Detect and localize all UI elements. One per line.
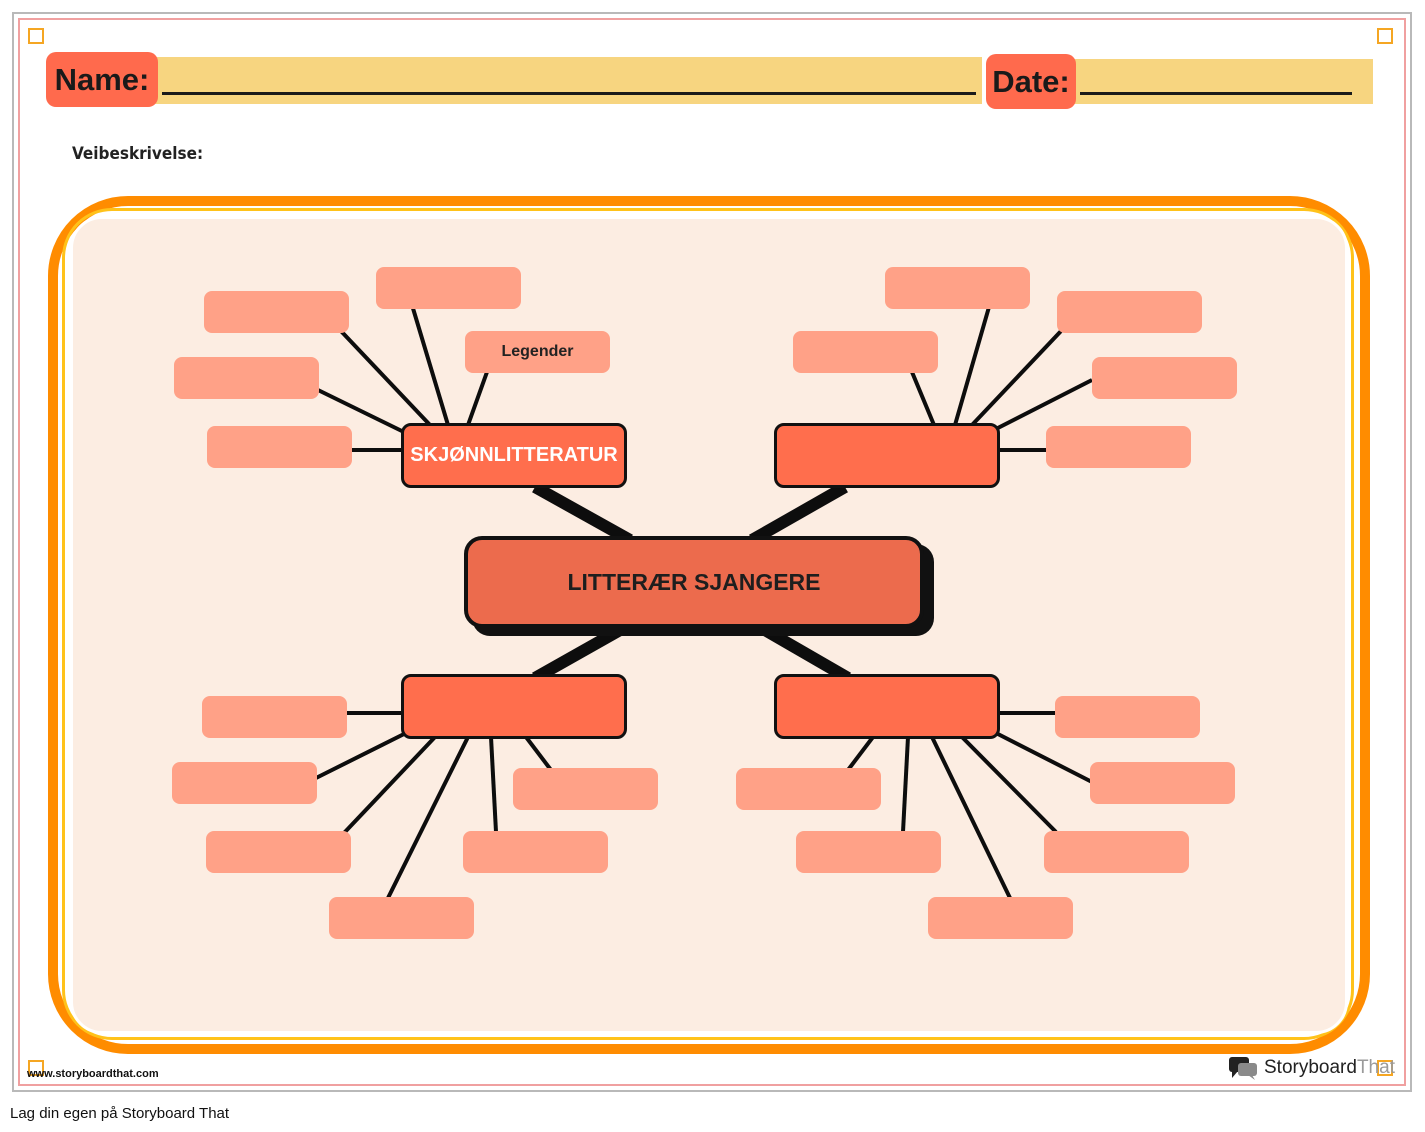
branch-box-skjonnlitteratur[interactable]: SKJØNNLITTERATUR	[401, 423, 627, 488]
name-field-line[interactable]	[162, 92, 976, 95]
logo-that-text: That	[1356, 1057, 1395, 1078]
leaf-box[interactable]	[1044, 831, 1189, 873]
branch-box-top-right[interactable]	[774, 423, 1000, 488]
leaf-box[interactable]	[796, 831, 941, 873]
leaf-box[interactable]	[376, 267, 521, 309]
logo-story-text: Storyboard	[1264, 1057, 1357, 1078]
footer-url[interactable]: www.storyboardthat.com	[27, 1068, 159, 1080]
leaf-box[interactable]	[1055, 696, 1200, 738]
leaf-box[interactable]	[736, 768, 881, 810]
board-border-outer	[48, 196, 1370, 1054]
name-label: Name:	[46, 52, 158, 107]
leaf-box[interactable]	[1057, 291, 1202, 333]
leaf-box[interactable]	[928, 897, 1073, 939]
connector-center-bottomleft	[532, 624, 623, 684]
date-field-line[interactable]	[1080, 92, 1352, 95]
leaf-box-legender[interactable]: Legender	[465, 331, 610, 373]
speech-bubbles-icon	[1229, 1057, 1257, 1080]
corner-marker-top-left	[28, 28, 44, 44]
leaf-box[interactable]	[793, 331, 938, 373]
leaf-box[interactable]	[463, 831, 608, 873]
leaf-box[interactable]	[1092, 357, 1237, 399]
corner-marker-bottom-right	[1377, 1060, 1393, 1076]
leaf-box[interactable]	[1046, 426, 1191, 468]
leaf-box[interactable]	[329, 897, 474, 939]
name-field-band	[150, 57, 982, 104]
instructions-label: Veibeskrivelse:	[72, 144, 204, 164]
branch-box-bottom-right[interactable]	[774, 674, 1000, 739]
leaf-box[interactable]	[202, 696, 347, 738]
leaf-box[interactable]	[204, 291, 349, 333]
storyboardthat-logo[interactable]: StoryboardThat	[1228, 1056, 1395, 1080]
leaf-box[interactable]	[206, 831, 351, 873]
corner-marker-top-right	[1377, 28, 1393, 44]
corner-marker-bottom-left	[28, 1060, 44, 1076]
leaf-box[interactable]	[172, 762, 317, 804]
leaf-box[interactable]	[174, 357, 319, 399]
page-frame-inner	[18, 18, 1406, 1086]
connector-center-topleft	[532, 481, 633, 546]
board-border-inner	[62, 208, 1354, 1040]
page-frame-outer	[12, 12, 1412, 1092]
page-caption[interactable]: Lag din egen på Storyboard That	[10, 1105, 230, 1122]
leaf-box[interactable]	[885, 267, 1030, 309]
leaf-box[interactable]	[1090, 762, 1235, 804]
connector-center-bottomright	[761, 624, 852, 684]
connector-center-topright	[749, 481, 848, 546]
leaf-box[interactable]	[513, 768, 658, 810]
leaf-box[interactable]	[207, 426, 352, 468]
date-field-band	[1070, 59, 1373, 104]
date-label: Date:	[986, 54, 1076, 109]
branch-box-bottom-left[interactable]	[401, 674, 627, 739]
center-node[interactable]: LITTERÆR SJANGERE	[464, 536, 924, 628]
